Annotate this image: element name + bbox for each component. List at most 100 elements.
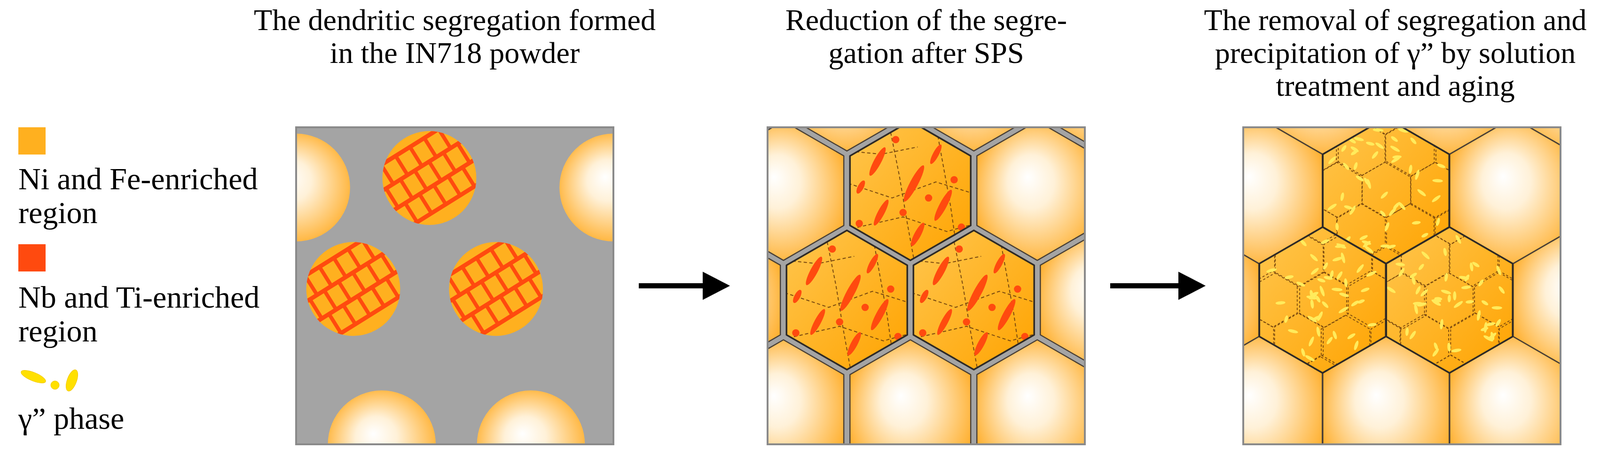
gamma-precipitate — [1483, 321, 1488, 334]
gamma-precipitate — [1346, 332, 1357, 341]
dendrite-branch — [357, 296, 370, 316]
cell-boundary — [1302, 229, 1352, 286]
gamma-precipitate — [1419, 288, 1429, 298]
grain-boundary — [913, 230, 1035, 370]
cell-boundary — [1468, 146, 1517, 203]
cell-boundary — [1336, 127, 1385, 177]
cell-boundary — [1376, 356, 1425, 413]
gamma-precipitate — [1355, 174, 1365, 183]
gamma-precipitate — [1317, 277, 1326, 284]
panel-border — [1243, 127, 1561, 445]
dendrite-group — [296, 226, 430, 361]
gamma-precipitate — [1439, 319, 1444, 330]
gamma-precipitate — [1431, 347, 1440, 358]
legend-label: γ” phase — [18, 401, 282, 436]
dendrite-branch — [400, 269, 413, 289]
segregation-blob — [871, 198, 891, 228]
grain-interior — [908, 230, 1040, 370]
gamma-precipitate — [1477, 278, 1485, 288]
gamma-precipitate — [1340, 252, 1347, 265]
dendrite-branch — [296, 284, 303, 305]
legend-blob — [63, 368, 80, 393]
legend-label: Nb and Ti-enriched region — [18, 280, 282, 349]
dendrite-branch — [352, 272, 365, 292]
gamma-precipitate — [1432, 179, 1444, 183]
dendrite-group — [362, 127, 506, 250]
segregation-blob — [917, 289, 931, 305]
cell-boundary — [1362, 161, 1411, 219]
cell-boundary — [1411, 162, 1460, 219]
segregation-blob — [928, 143, 944, 166]
segregation-dot — [855, 219, 863, 228]
gamma-precipitate — [1430, 298, 1442, 307]
dendrite-branch — [362, 240, 375, 260]
powder-panel — [296, 127, 614, 445]
dendrite-arm — [440, 247, 537, 307]
gamma-precipitate — [1409, 136, 1418, 146]
subgrain-boundary — [852, 217, 977, 232]
gamma-precipitate — [1365, 141, 1375, 147]
gamma-precipitate — [1325, 336, 1334, 346]
cell-boundary — [1545, 314, 1561, 371]
dendrite-branch — [319, 266, 332, 287]
cell-boundary — [1400, 397, 1449, 445]
cell-boundary — [1263, 127, 1313, 136]
dendrite-branch — [381, 164, 393, 185]
gamma-precipitate — [1497, 285, 1506, 296]
dendrite-branch — [467, 290, 479, 310]
gamma-precipitate — [1327, 155, 1338, 165]
segregation-blob — [868, 297, 892, 332]
cell-boundary — [1329, 187, 1379, 244]
powder-particle — [559, 133, 614, 243]
segregation-dot — [861, 304, 870, 312]
gamma-precipitate — [1320, 300, 1330, 310]
gamma-precipitate — [1380, 244, 1391, 249]
gamma-precipitate — [1416, 188, 1427, 198]
gamma-precipitate — [1295, 281, 1306, 289]
gamma-precipitate — [1452, 291, 1457, 301]
cell-boundary — [1498, 398, 1548, 445]
gamma-precipitate — [1420, 232, 1429, 239]
dendrite-branch — [424, 138, 437, 158]
subgrain-boundary — [915, 326, 1040, 342]
cell-boundary — [1274, 231, 1324, 288]
cell-boundary — [1411, 127, 1460, 135]
gamma-precipitate — [1341, 162, 1351, 172]
gamma-precipitate — [1335, 242, 1348, 251]
gamma-precipitate — [1339, 192, 1345, 202]
dendrite-arm — [331, 301, 427, 361]
cell-boundary — [1521, 272, 1561, 330]
cell-boundary — [1508, 127, 1558, 136]
cell-boundary — [1474, 271, 1523, 328]
panel-title: Reduction of the segre- gation after SPS — [776, 3, 1077, 70]
gamma-precipitate — [1484, 321, 1496, 328]
cell-boundary — [1547, 398, 1561, 445]
cell-boundary — [1435, 127, 1485, 177]
dendrite-branch — [476, 258, 489, 278]
gamma-precipitate — [1465, 299, 1475, 305]
subgrain-boundary — [872, 234, 895, 366]
dendrite-branch — [343, 305, 356, 325]
segregation-blob — [845, 330, 864, 358]
dendrite-branch — [453, 127, 465, 140]
gamma-precipitate — [1370, 150, 1380, 160]
cell-boundary — [1449, 231, 1498, 288]
gamma-precipitate — [1482, 334, 1495, 343]
cell-boundary — [1352, 313, 1402, 370]
subgrain-boundary — [788, 326, 913, 342]
gamma-precipitate — [1287, 328, 1299, 335]
dendrite-branch — [462, 167, 475, 187]
legend-blob — [50, 381, 60, 390]
dendrite-branch — [486, 305, 498, 325]
cell-boundary — [1279, 272, 1329, 329]
gamma-precipitate — [1463, 274, 1471, 283]
segregation-dot — [828, 245, 837, 253]
dendrite-branch — [443, 152, 455, 173]
dendrite-branch — [481, 281, 494, 301]
segregation-dot — [1013, 285, 1022, 294]
dendrite-arm — [398, 174, 494, 235]
cell-boundary — [1473, 187, 1522, 244]
dendrite-branch — [457, 143, 470, 164]
arrow-shaft — [638, 283, 707, 289]
